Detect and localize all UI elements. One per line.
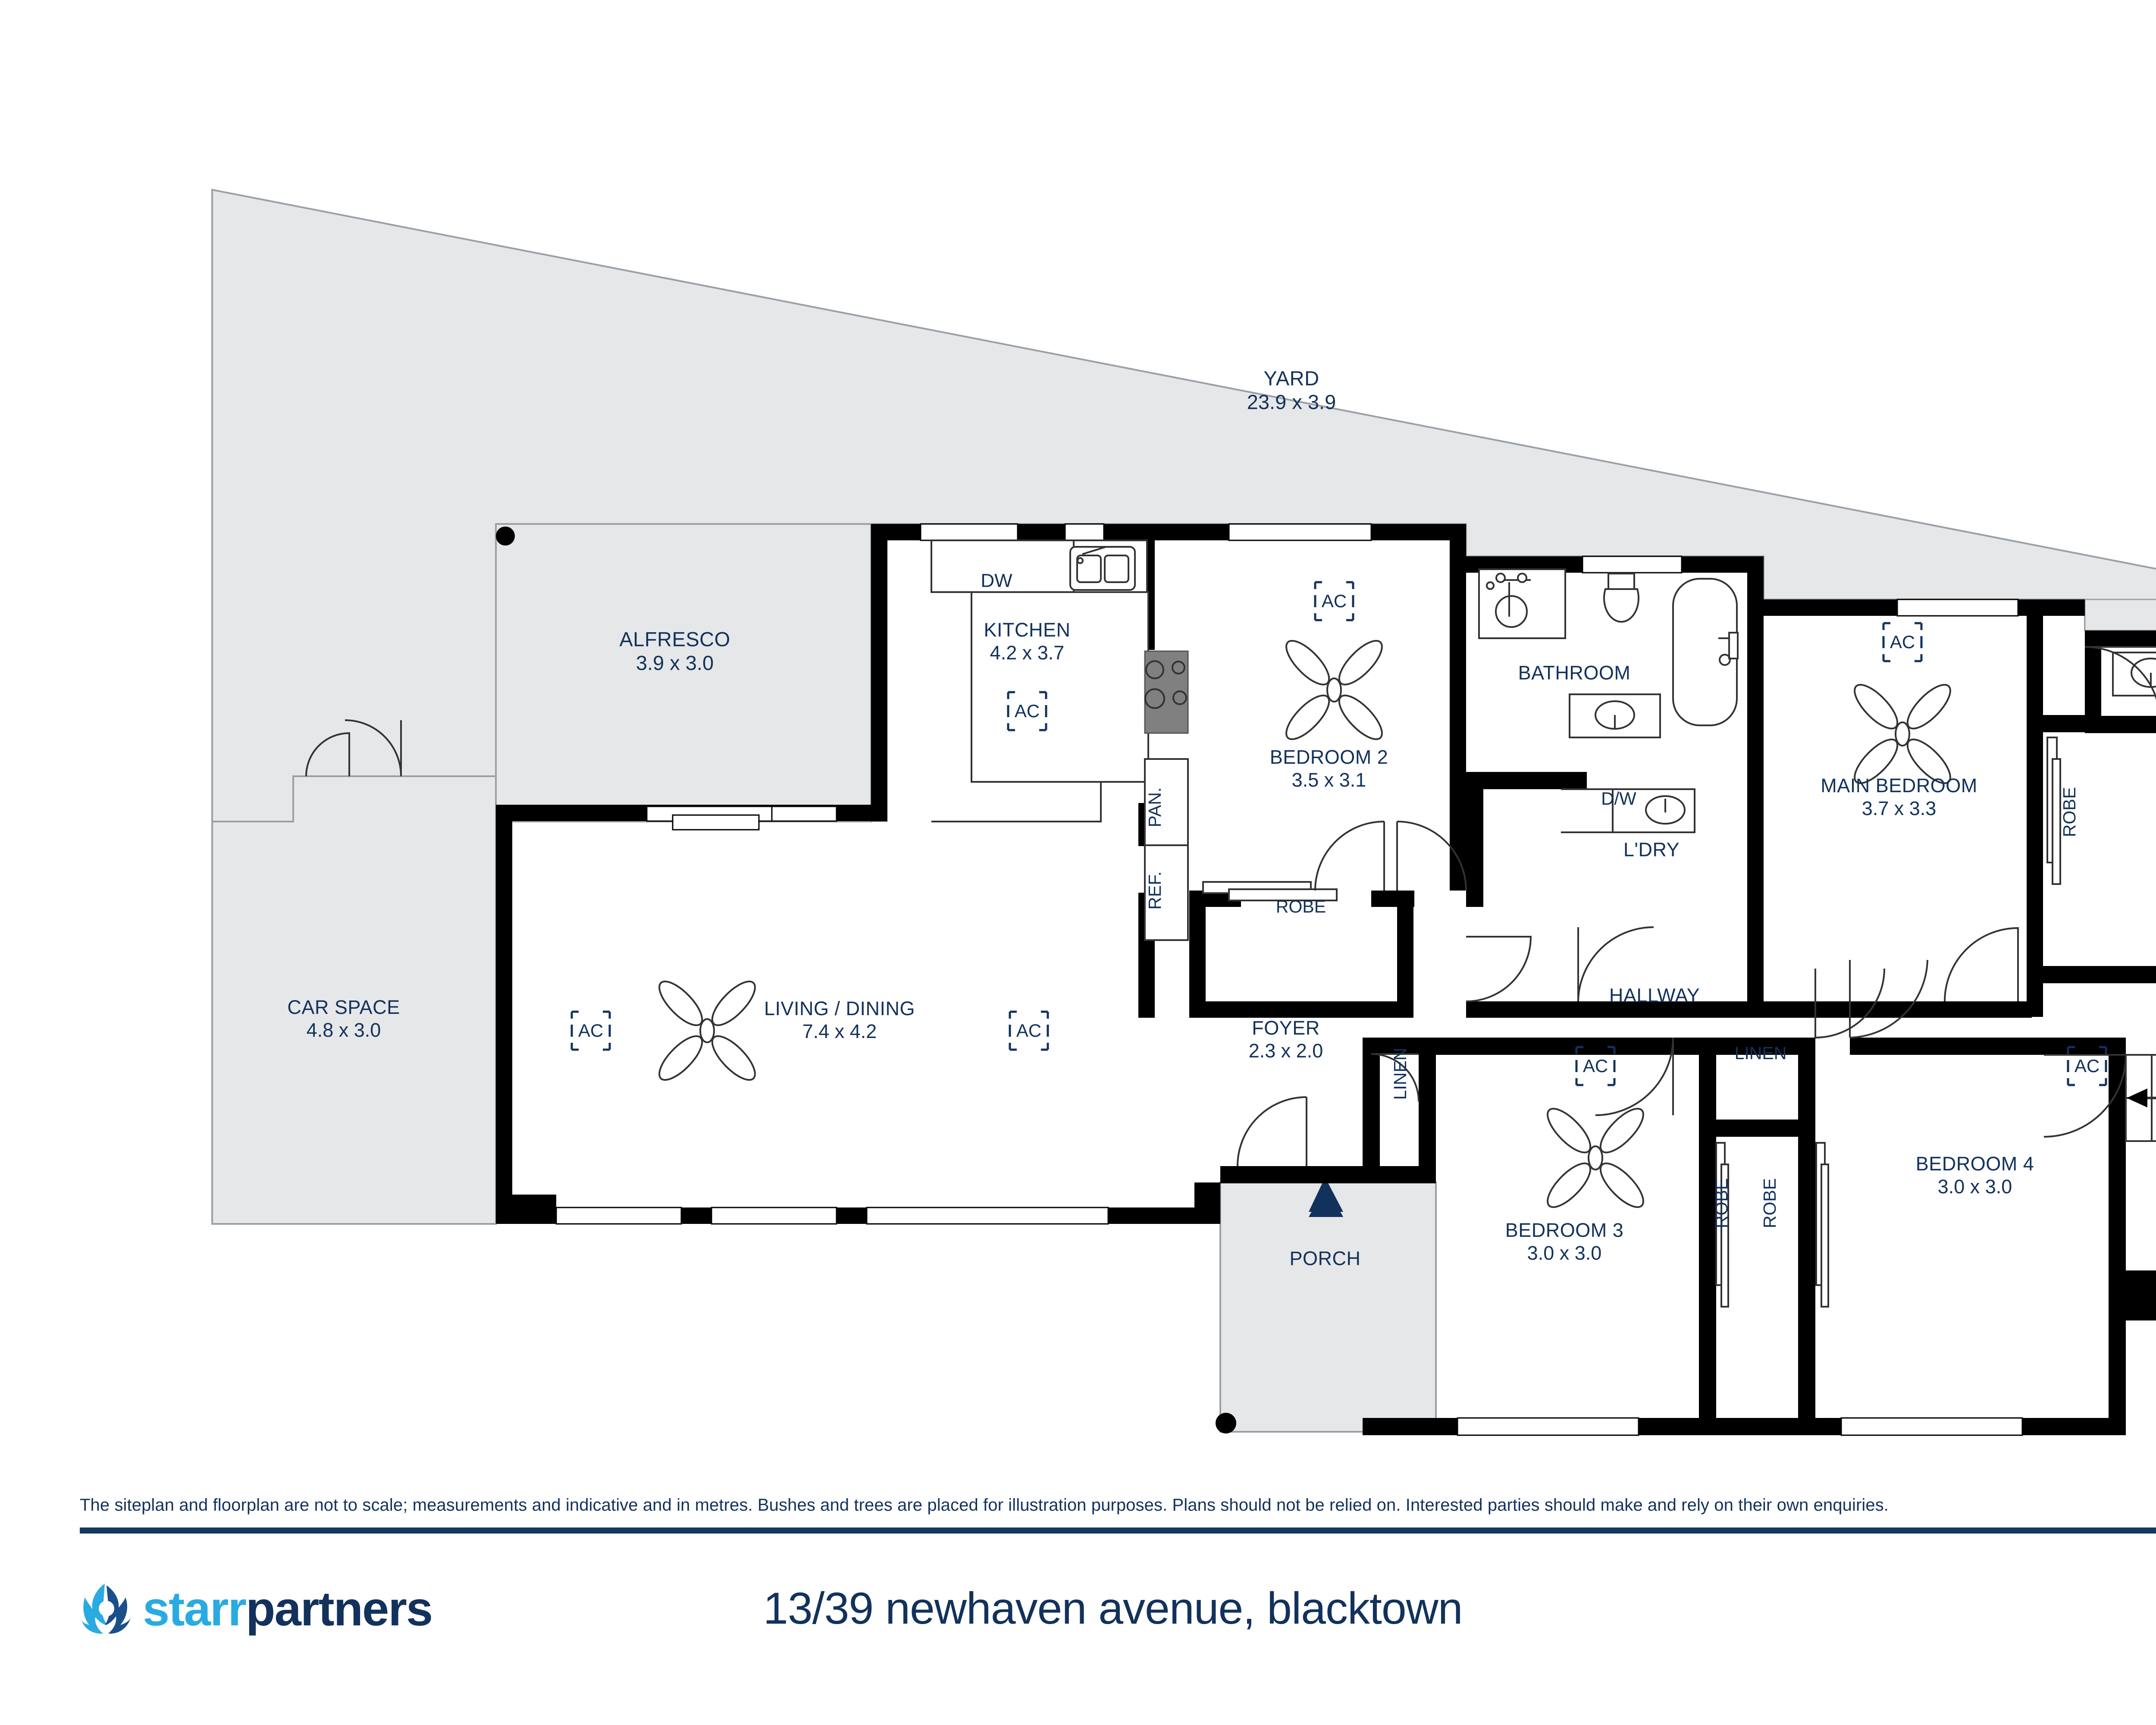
ac-label: AC [1016,1020,1041,1041]
ac-label: AC [1890,632,1915,652]
ceiling-fans [658,640,1951,1208]
ceiling-fan-icon [1854,684,1951,784]
room-dimensions: 4.8 x 3.0 [306,1019,381,1041]
room-dimensions: 3.5 x 3.1 [1291,769,1366,791]
fixtures [931,539,2156,1308]
room-name: FOYER [1252,1016,1320,1039]
fixture-label-fridge: REF. [1144,871,1165,910]
fixture-label-linen-foyer: LINEN [1390,1048,1410,1100]
fixture-label-robe-main: ROBE [2059,787,2079,837]
room-name: MAIN BEDROOM [1821,774,1977,797]
footer: The siteplan and floorplan are not to sc… [0,1466,2156,1725]
fixture-label-robe-bed4: ROBE [1759,1178,1780,1229]
fixture-label-robe-bed3: ROBE [1711,1178,1731,1229]
fixture-label-pantry: PAN. [1144,787,1165,828]
brand-wordmark: starrpartners [143,1581,433,1637]
room-label-porch: PORCH [1289,1247,1360,1270]
room-dimensions: 7.4 x 4.2 [802,1020,877,1042]
ac-marker-icon: AC [570,1010,611,1051]
room-dimensions: 4.2 x 3.7 [990,642,1065,664]
room-name: BEDROOM 4 [1915,1152,2034,1175]
fixture-label-dw-kitchen: DW [981,570,1012,592]
fixture-label-linen-hall: LINEN [1734,1043,1787,1063]
room-name: YARD [1263,367,1319,390]
room-dimensions: 3.9 x 3.0 [636,652,714,674]
ac-marker-icon: AC [1882,622,1923,662]
ac-marker-icon: AC [1009,1010,1049,1051]
ac-label: AC [1583,1056,1608,1076]
ceiling-fan-icon [658,980,756,1081]
room-name: HALLWAY [1609,984,1700,1007]
room-label-hallway: HALLWAY [1609,984,1700,1007]
room-name: BEDROOM 3 [1505,1219,1624,1241]
fixture-label-roller-door: ROLLER DOOR [2154,1272,2156,1295]
brand-name-second: partners [246,1581,433,1636]
room-name: BATHROOM [1518,662,1631,684]
ac-marker-icon: AC [1575,1046,1616,1086]
ac-label: AC [578,1020,603,1041]
air-conditioner-markers: AC AC AC AC AC AC AC [570,581,2107,1086]
disclaimer-text: The siteplan and floorplan are not to sc… [80,1496,1889,1515]
porch-area [1216,1177,1437,1433]
room-label-bathroom: BATHROOM [1518,661,1631,684]
ceiling-fan-icon [1547,1107,1644,1208]
ac-label: AC [2075,1056,2100,1076]
ac-label: AC [1015,701,1040,721]
room-name: PORCH [1289,1247,1361,1270]
car-space-area [211,775,497,1225]
fixture-label-robe-bed2: ROBE [1275,896,1326,916]
room-name: LIVING / DINING [764,997,915,1019]
brand-name-first: starr [143,1581,247,1636]
room-dimensions: 2.3 x 2.0 [1248,1040,1323,1062]
door-swings [305,646,2156,1167]
room-name: CAR SPACE [287,996,400,1018]
alfresco-area [495,523,872,822]
room-dimensions: 3.0 x 3.0 [1527,1242,1602,1264]
room-name: BEDROOM 2 [1269,746,1388,768]
ac-label: AC [1322,591,1347,611]
walls [496,523,2156,1436]
room-dimensions: 3.0 x 3.0 [1937,1176,2012,1198]
ac-marker-icon: AC [1007,691,1047,731]
room-dimensions: 23.9 x 3.9 [1247,391,1336,414]
footer-divider [80,1527,2156,1534]
ceiling-fan-icon [1285,640,1383,740]
room-name: ALFRESCO [619,627,730,651]
fixture-label-dryer: D/W [1601,788,1636,809]
ac-marker-icon: AC [2067,1046,2107,1086]
property-address: 13/39 newhaven avenue, blacktown [763,1583,1463,1634]
brand-logo: starrpartners [80,1574,433,1643]
yard-strip-east [2084,599,2156,631]
ac-marker-icon: AC [1314,581,1354,621]
starr-partners-logo-icon [80,1582,133,1635]
room-label-ldry: L'DRY [1623,838,1680,861]
room-dimensions: 3.7 x 3.3 [1861,797,1937,819]
room-name: L'DRY [1623,838,1680,861]
room-name: KITCHEN [984,618,1071,641]
